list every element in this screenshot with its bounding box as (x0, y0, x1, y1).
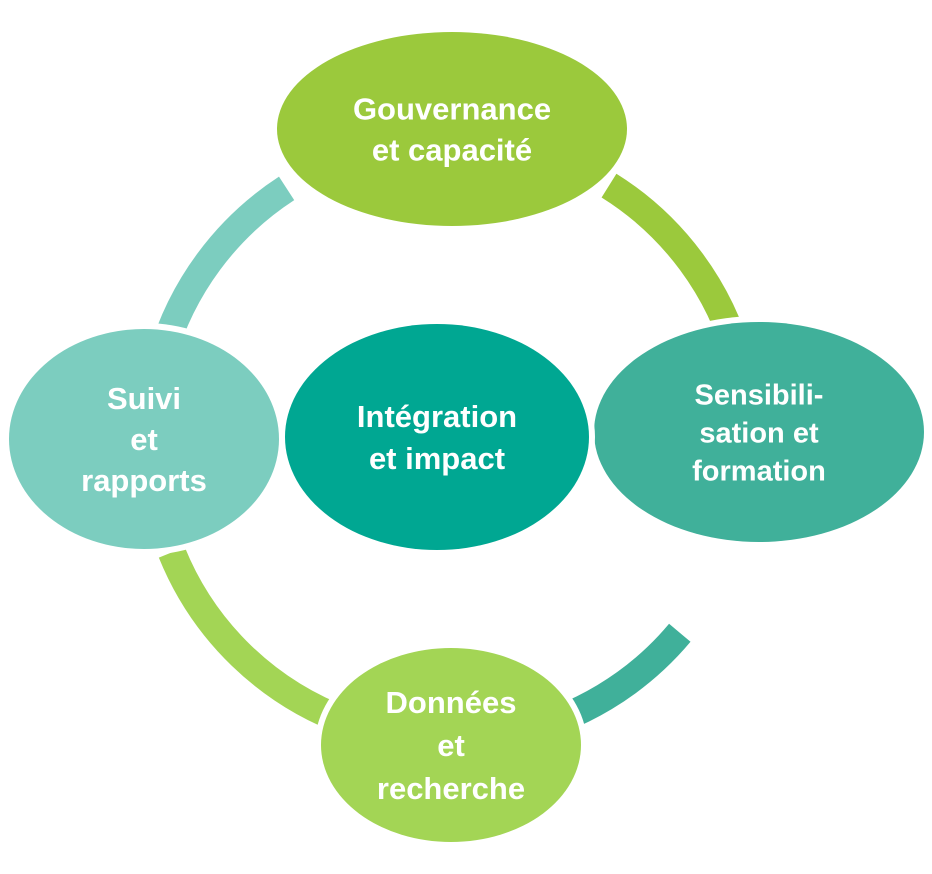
node-donnees[interactable]: Données et recherche (315, 642, 587, 848)
node-sensibilisation-label-line: formation (692, 455, 826, 487)
center-node-integration-label-line: et impact (369, 441, 505, 476)
node-suivi-shape[interactable] (9, 329, 279, 549)
node-suivi-label-line: et (130, 422, 158, 457)
connector-arc-donnees-to-suivi (158, 547, 353, 736)
node-sensibilisation-shape[interactable] (594, 322, 924, 542)
node-suivi-label-line: rapports (81, 463, 207, 498)
node-donnees-label-line: et (437, 728, 465, 763)
node-sensibilisation[interactable]: Sensibili-sation et formation (588, 316, 930, 548)
node-gouvernance[interactable]: Gouvernance et capacité (271, 26, 633, 232)
node-sensibilisation-label-line: sation et (699, 417, 819, 449)
center-node-integration-shape[interactable] (285, 324, 589, 550)
node-donnees-label-line: Données (386, 685, 517, 720)
node-gouvernance-label-line: et capacité (372, 133, 532, 168)
node-sensibilisation-label-line: Sensibili- (695, 379, 824, 411)
center-node-group: Intégration et impact (279, 318, 595, 556)
node-gouvernance-label-line: Gouvernance (353, 92, 551, 127)
node-suivi[interactable]: Suivi et rapports (3, 323, 285, 555)
node-donnees-label-line: recherche (377, 771, 525, 806)
node-gouvernance-shape[interactable] (277, 32, 627, 226)
node-donnees-shape[interactable] (321, 648, 581, 842)
center-node-integration[interactable]: Intégration et impact (279, 318, 595, 556)
center-node-integration-label-line: Intégration (357, 399, 517, 434)
node-suivi-label-line: Suivi (107, 381, 181, 416)
